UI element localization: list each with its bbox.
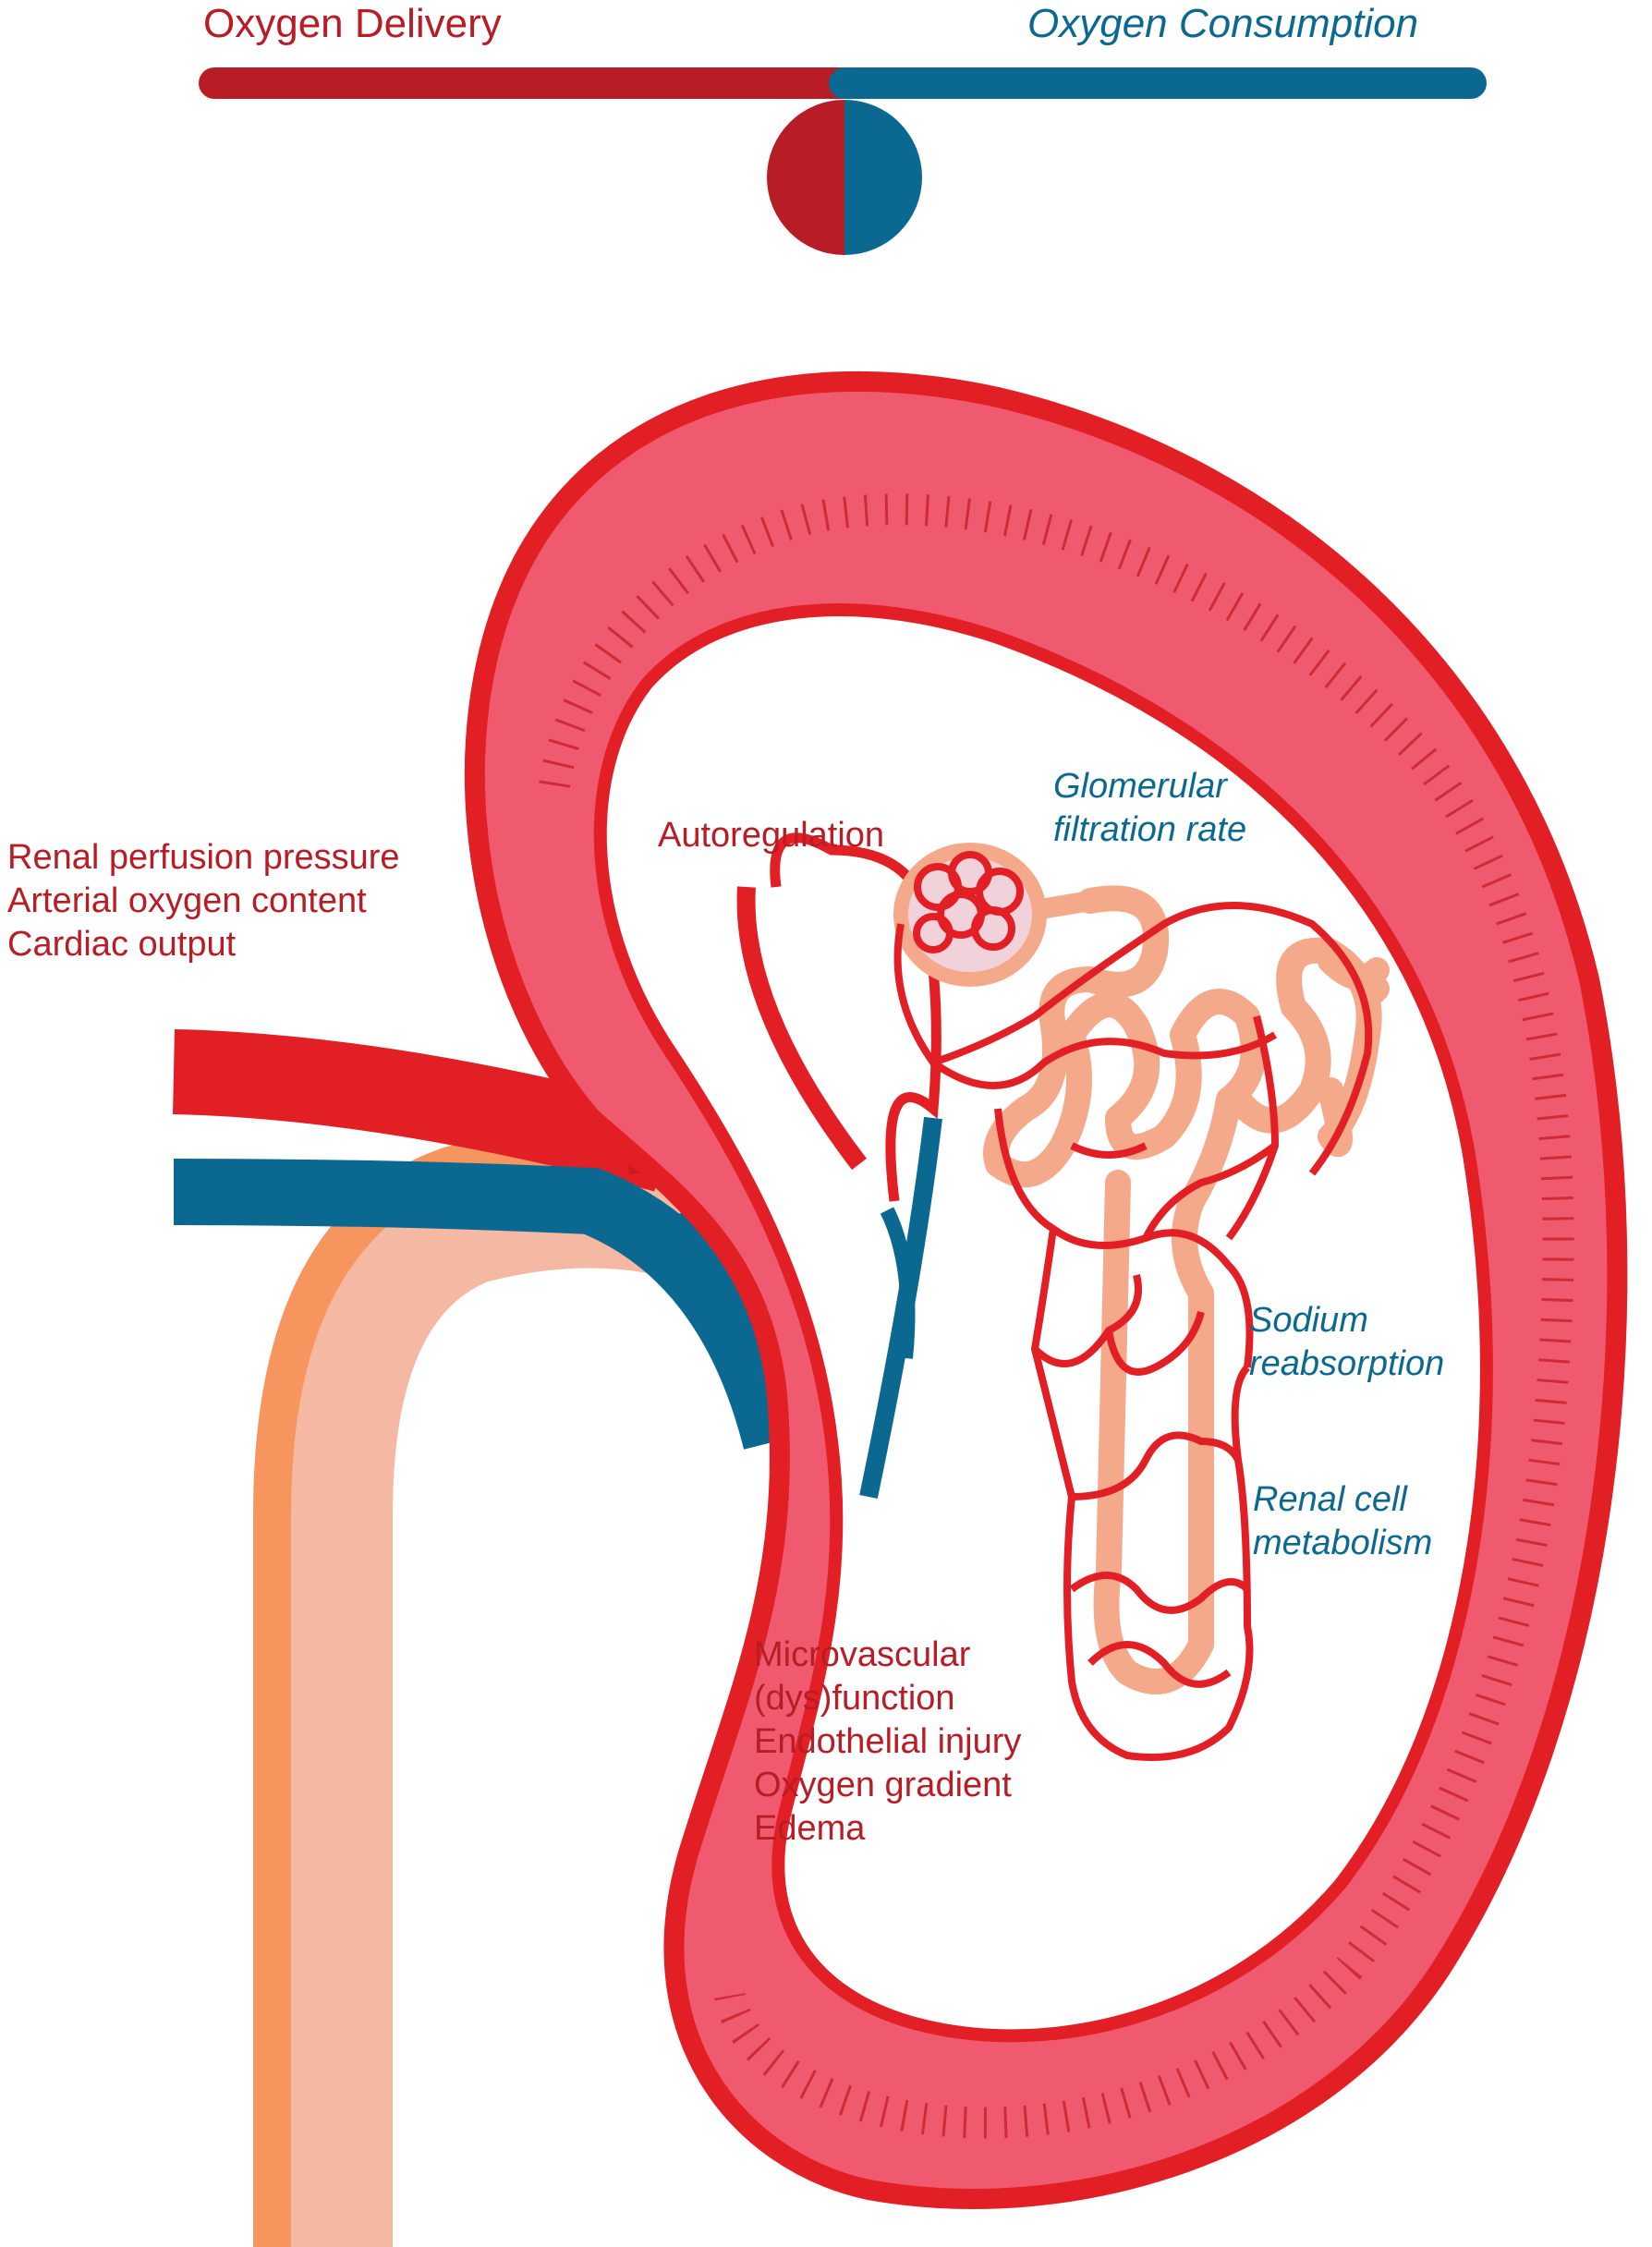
microvascular-label: Microvascular (dys)function Endothelial … <box>754 1634 1021 1851</box>
balance-pivot-delivery <box>767 100 844 255</box>
renal-vein <box>173 1159 808 1450</box>
balance-scale <box>199 67 1487 255</box>
delivery-factor: Arterial oxygen content <box>7 881 367 920</box>
metabolism-line: Renal cell <box>1253 1480 1407 1519</box>
delivery-factor: Renal perfusion pressure <box>7 838 400 877</box>
gfr-label: Glomerular filtration rate <box>1053 765 1246 852</box>
ureter <box>253 1128 785 2247</box>
delivery-factor: Cardiac output <box>7 925 237 964</box>
gfr-line: filtration rate <box>1053 810 1247 849</box>
microvascular-line: Oxygen gradient <box>754 1766 1012 1804</box>
peritubular-capillaries <box>893 902 1373 1761</box>
microvascular-line: Edema <box>754 1809 866 1848</box>
metabolism-line: metabolism <box>1253 1524 1433 1562</box>
oxygen-consumption-title: Oxygen Consumption <box>1027 1 1419 46</box>
delivery-factors: Renal perfusion pressure Arterial oxygen… <box>7 836 400 966</box>
autoregulation-label: Autoregulation <box>658 816 885 855</box>
balance-pivot-consumption <box>844 100 922 255</box>
sodium-line: reabsorption <box>1249 1344 1445 1383</box>
microvascular-line: Microvascular <box>754 1635 971 1674</box>
metabolism-label: Renal cell metabolism <box>1253 1478 1432 1565</box>
gfr-line: Glomerular <box>1053 767 1227 806</box>
renal-artery <box>173 1029 676 1192</box>
microvascular-line: Endothelial injury <box>754 1722 1022 1761</box>
oxygen-delivery-title: Oxygen Delivery <box>203 1 502 46</box>
microvascular-line: (dys)function <box>754 1679 955 1718</box>
sodium-label: Sodium reabsorption <box>1249 1299 1444 1386</box>
sodium-line: Sodium <box>1249 1301 1368 1340</box>
kidney-medulla-interior <box>593 603 1493 2043</box>
